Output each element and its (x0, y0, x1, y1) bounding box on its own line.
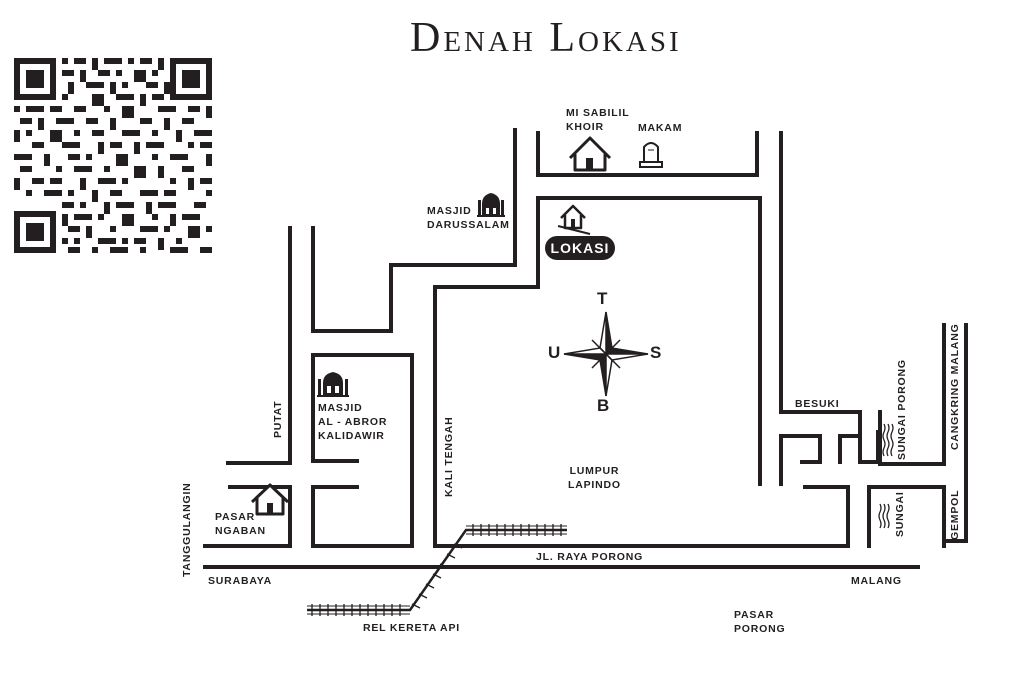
label-makam: MAKAM (638, 122, 683, 134)
road-sungai-porong (878, 323, 946, 466)
railway-track-icon (307, 524, 567, 616)
qr-code-icon (14, 58, 212, 253)
road-south-left (203, 485, 292, 548)
label-pasar-porong: PASAR PORONG (734, 609, 786, 635)
label-surabaya: SURABAYA (208, 575, 272, 587)
road-gempol-right (942, 323, 968, 543)
house-icon (568, 136, 612, 172)
label-jl-raya-porong: JL. RAYA PORONG (536, 551, 644, 563)
compass-rose-icon (563, 311, 649, 397)
label-putat: PUTAT (272, 400, 284, 438)
road-besuki-box (838, 434, 860, 464)
compass-east-label: S (650, 343, 662, 362)
road-tanggulangin-upper (226, 226, 292, 465)
compass-west-label: U (548, 343, 561, 362)
road-gempol (867, 485, 946, 548)
label-mi-sabilil-khoir: MI SABILIL KHOIR (566, 107, 630, 133)
label-gempol: GEMPOL (949, 489, 961, 540)
house-icon (250, 483, 290, 516)
label-kali-tengah: KALI TENGAH (443, 416, 455, 497)
page-title: Denah Lokasi (410, 15, 682, 61)
compass-north-label: T (597, 289, 608, 308)
mosque-icon (317, 372, 349, 397)
label-sungai: SUNGAI (894, 491, 906, 537)
label-masjid-al-abror: MASJID AL - ABROR KALIDAWIR (318, 402, 388, 442)
road-besuki (779, 131, 880, 464)
compass-south-label: B (597, 396, 610, 415)
label-pasar-ngaban: PASAR NGABAN (215, 511, 266, 537)
grave-icon (639, 142, 663, 168)
road-besuki-inner (779, 434, 822, 486)
river-waves-icon (882, 423, 894, 457)
label-rel-kereta-api: REL KERETA API (363, 622, 460, 634)
river-waves-icon (878, 503, 890, 529)
label-besuki: BESUKI (795, 398, 840, 410)
label-malang: MALANG (851, 575, 902, 587)
label-masjid-darussalam: MASJID DARUSSALAM (427, 205, 510, 231)
mosque-icon (477, 193, 505, 217)
label-lumpur-lapindo: LUMPUR LAPINDO (568, 465, 621, 491)
road-kalidawir (311, 128, 517, 333)
house-icon (557, 204, 591, 235)
location-badge[interactable]: LOKASI (545, 236, 615, 260)
road-lumpur-bottom (433, 485, 850, 548)
label-cangkring-malang: CANGKRING MALANG (949, 323, 961, 450)
label-sungai-porong: SUNGAI PORONG (896, 359, 908, 460)
road-al-abror-block (311, 353, 414, 548)
road-kali-tengah (433, 196, 762, 548)
road-top (536, 131, 759, 177)
label-tanggulangin: TANGGULANGIN (181, 482, 193, 577)
